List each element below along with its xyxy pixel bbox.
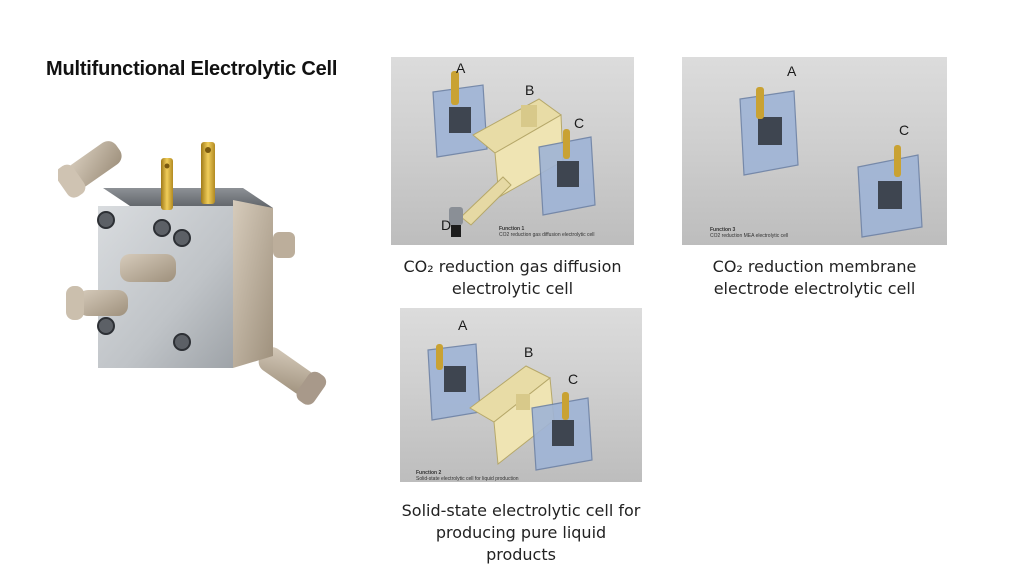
caption-function1: CO₂ reduction gas diffusion electrolytic…	[391, 256, 634, 300]
function-desc: CO2 reduction MEA electrolytic cell	[710, 233, 789, 239]
function1-render-panel: A B C D Function 1 CO2 reduction gas dif…	[391, 57, 634, 245]
caption-line: CO₂ reduction membrane	[712, 257, 917, 276]
part-label-a: A	[458, 317, 468, 333]
part-label-d: D	[441, 217, 452, 233]
page-title: Multifunctional Electrolytic Cell	[46, 58, 338, 80]
function-note: Function 3 CO2 reduction MEA electrolyti…	[710, 227, 788, 239]
caption-function3: CO₂ reduction membrane electrode electro…	[682, 256, 947, 300]
function-desc: CO2 reduction gas diffusion electrolytic…	[499, 232, 595, 238]
caption-line: products	[486, 545, 556, 564]
function-title: Function 3	[710, 227, 736, 233]
caption-function2: Solid-state electrolytic cell for produc…	[380, 500, 662, 566]
part-label-b: B	[524, 344, 534, 360]
caption-line: electrode electrolytic cell	[713, 279, 916, 298]
part-label-a: A	[787, 63, 797, 79]
part-label-a: A	[456, 60, 466, 76]
caption-line: CO₂ reduction gas diffusion	[403, 257, 622, 276]
caption-line: electrolytic cell	[451, 279, 574, 298]
caption-line: Solid-state electrolytic cell for	[401, 501, 641, 520]
function2-render-panel: A B C Function 2 Solid-state electrolyti…	[400, 308, 642, 482]
part-label-c: C	[574, 115, 585, 131]
part-label-c: C	[899, 122, 910, 138]
function3-render-panel: A C Function 3 CO2 reduction MEA electro…	[682, 57, 947, 245]
part-label-c: C	[568, 371, 579, 387]
function-title: Function 1	[499, 226, 525, 232]
part-label-b: B	[525, 82, 535, 98]
function-note: Function 2 Solid-state electrolytic cell…	[416, 470, 519, 482]
electrolytic-cell-render	[55, 128, 328, 418]
function-title: Function 2	[416, 470, 442, 476]
function-desc: Solid-state electrolytic cell for liquid…	[416, 476, 519, 482]
function-note: Function 1 CO2 reduction gas diffusion e…	[499, 226, 595, 238]
caption-line: producing pure liquid	[435, 523, 607, 542]
